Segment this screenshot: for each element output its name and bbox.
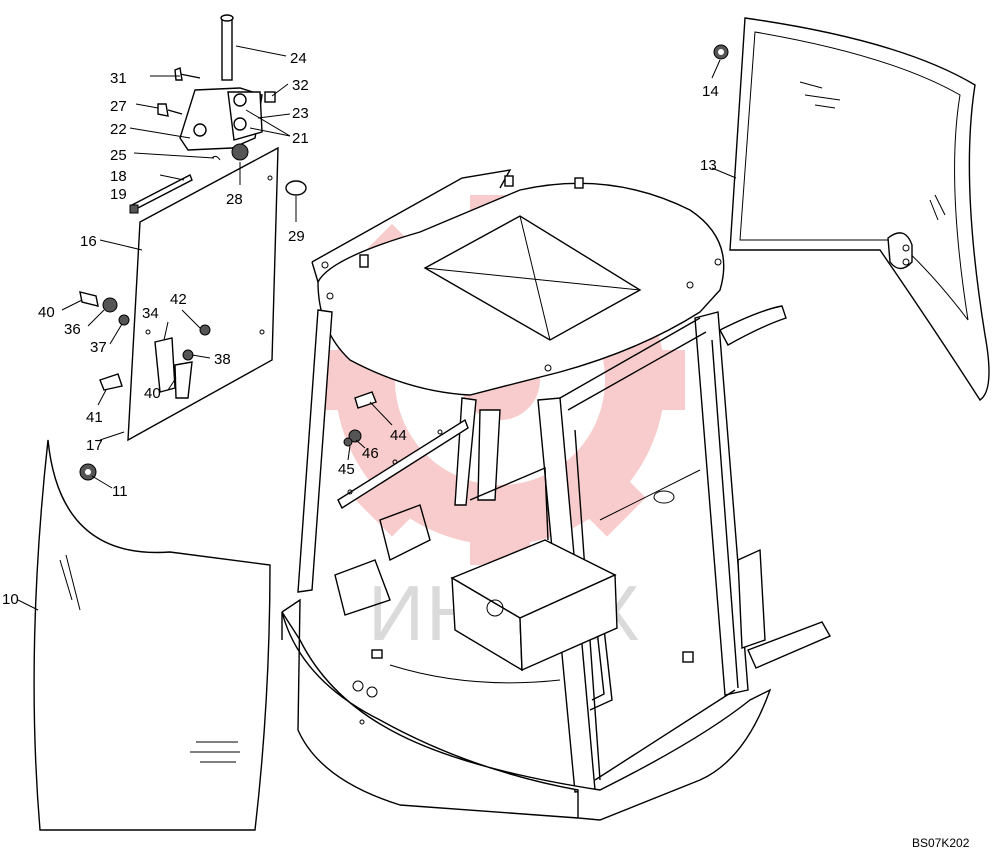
callout-10: 10 (2, 591, 19, 608)
rear-glass (729, 17, 990, 401)
callout-42: 42 (170, 291, 187, 308)
callout-23: 23 (292, 105, 309, 122)
cab-assembly (281, 169, 831, 821)
callout-31: 31 (110, 70, 127, 87)
callout-45: 45 (338, 461, 355, 478)
cab-lower-tub (281, 611, 772, 821)
callout-17: 17 (86, 437, 103, 454)
callout-44: 44 (390, 427, 407, 444)
callout-29: 29 (288, 228, 305, 245)
drawing-code: BS07K202 (912, 836, 970, 850)
callout-22: 22 (110, 121, 127, 138)
latch-assembly (79, 291, 211, 399)
callout-32: 32 (292, 77, 309, 94)
callout-27: 27 (110, 98, 127, 115)
callout-28: 28 (226, 191, 243, 208)
leader-lines (17, 45, 737, 611)
left-front-pillar (297, 309, 333, 593)
callout-46: 46 (362, 445, 379, 462)
callout-37: 37 (90, 339, 107, 356)
callout-labels: 24 31 32 27 23 22 21 25 18 19 28 29 16 4… (2, 50, 719, 608)
callout-14: 14 (702, 83, 719, 100)
callout-41: 41 (86, 409, 103, 426)
callout-40-top: 40 (38, 304, 55, 321)
side-handrail (719, 305, 787, 346)
callout-13: 13 (700, 157, 717, 174)
callout-24: 24 (290, 50, 307, 67)
callout-34: 34 (142, 305, 159, 322)
callout-19: 19 (110, 186, 127, 203)
callout-21: 21 (292, 130, 309, 147)
front-glass (33, 439, 271, 831)
hinge-assembly (129, 14, 307, 214)
callout-25: 25 (110, 147, 127, 164)
callout-36: 36 (64, 321, 81, 338)
callout-18: 18 (110, 168, 127, 185)
callout-11: 11 (112, 483, 128, 500)
callout-16: 16 (80, 233, 97, 250)
callout-38: 38 (214, 351, 231, 368)
callout-40-bottom: 40 (144, 385, 161, 402)
